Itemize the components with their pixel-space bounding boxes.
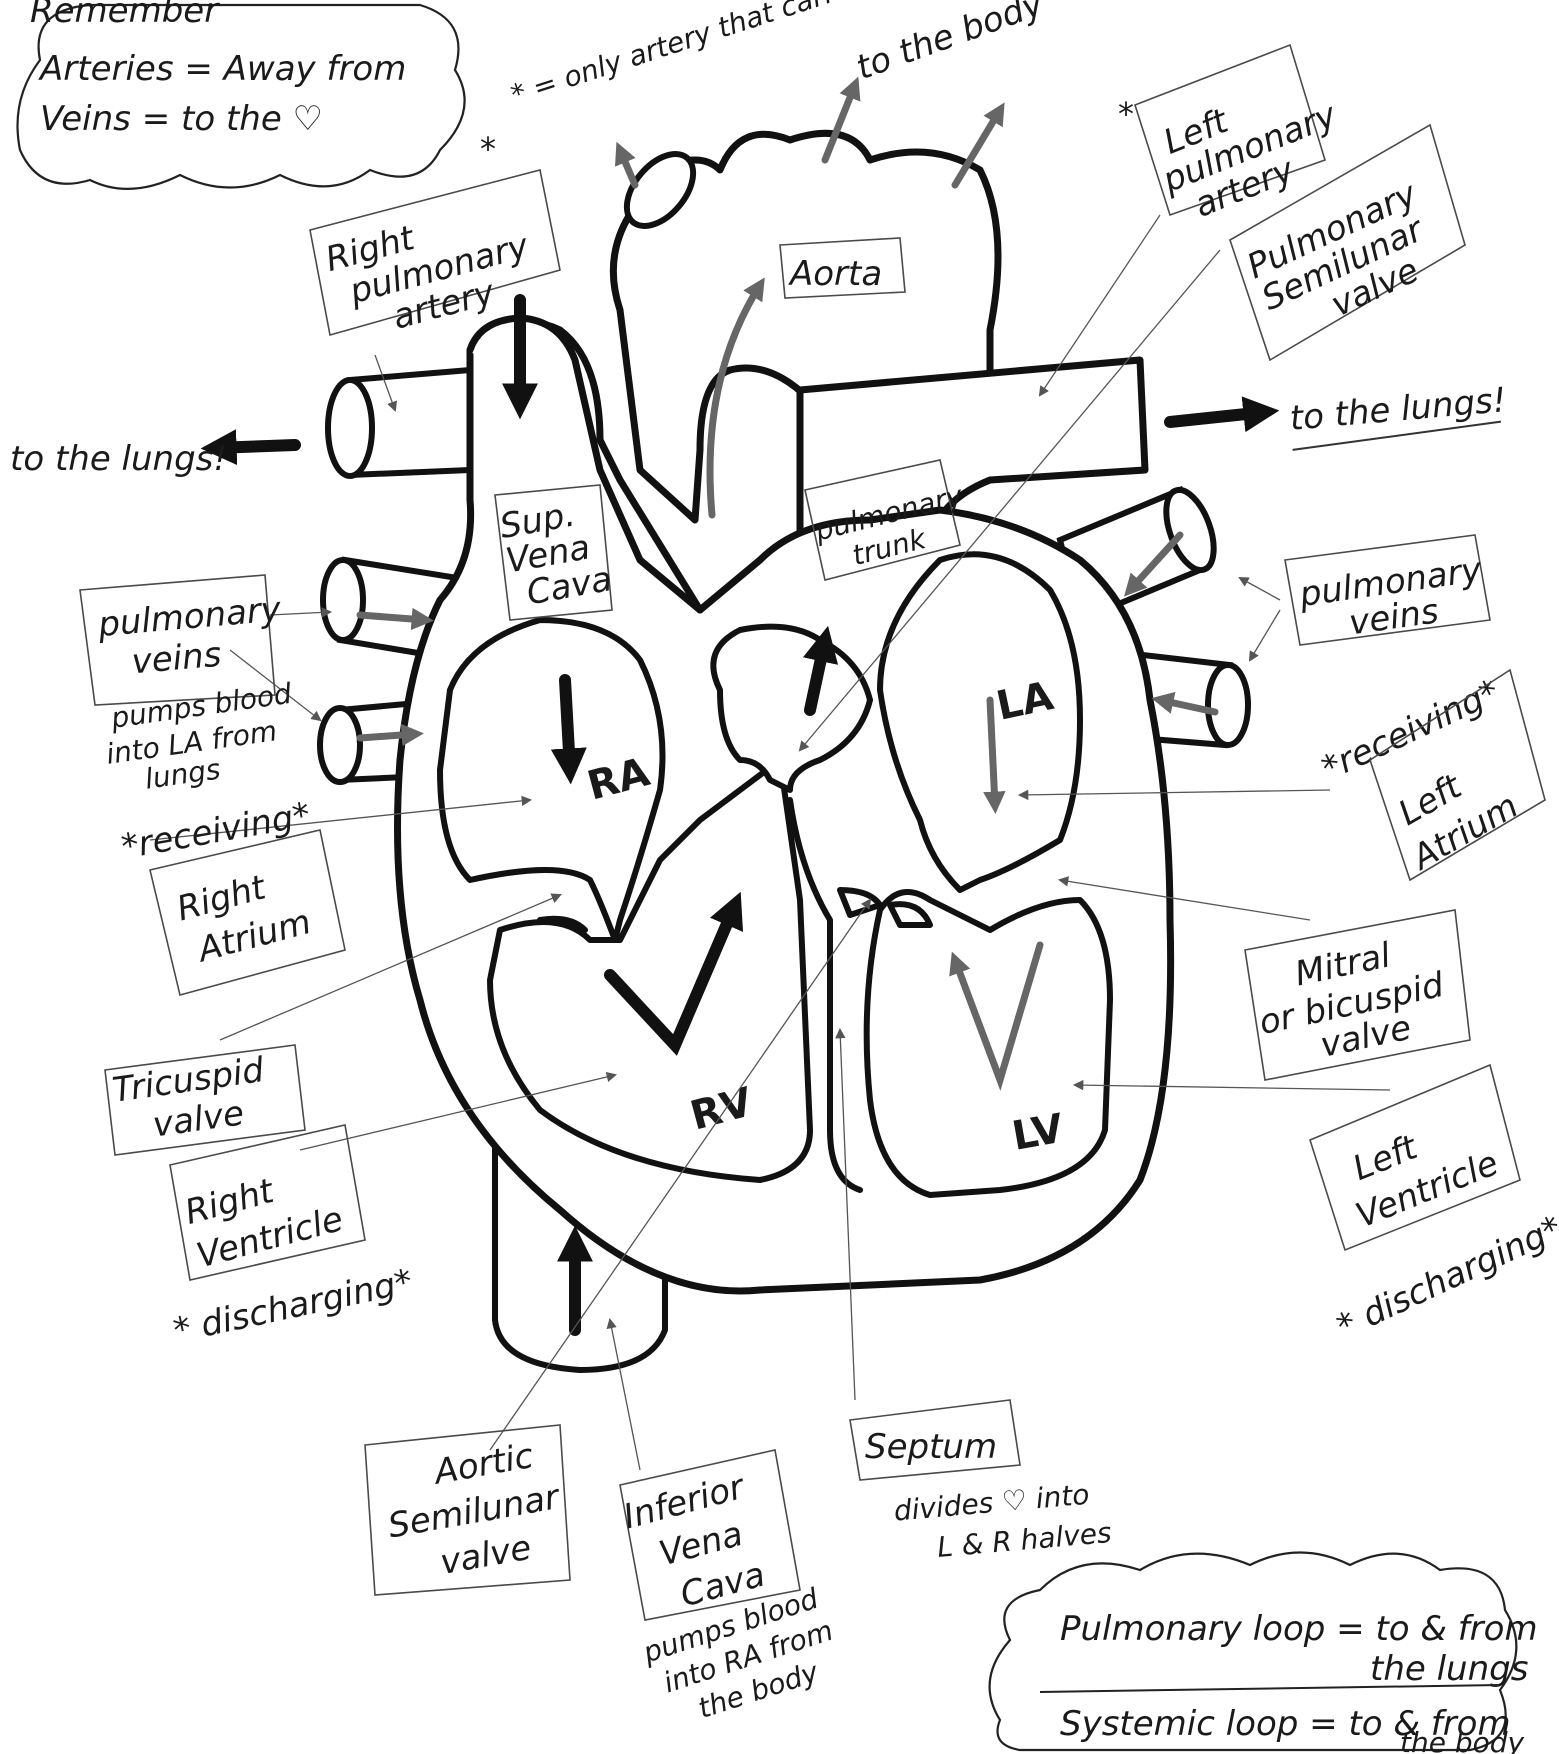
to-body-arrow-3	[620, 150, 635, 185]
label-mitral-valve: Mitral or bicuspid valve	[1245, 910, 1470, 1080]
pv-left-lower-arrow	[360, 734, 415, 738]
label-left-pulmonary-artery: Left pulmonary artery	[1135, 45, 1356, 234]
loop-cloud: Pulmonary loop = to & from the lungs Sys…	[990, 1553, 1538, 1754]
remember-line1: Arteries = Away from	[38, 49, 406, 89]
label-right-atrium: *receiving* Right Atrium	[118, 795, 345, 995]
to-the-body-text: to the body	[851, 0, 1049, 88]
chamber-lv: LV	[1009, 1106, 1067, 1160]
asterisk-lpa: *	[1118, 95, 1134, 133]
remember-cloud: Remember Arteries = Away from Veins = to…	[18, 0, 465, 189]
label-to-the-lungs-right: to the lungs!	[1288, 380, 1509, 450]
to-lungs-left-text: to the lungs!	[10, 439, 227, 479]
receiving-right-text: *receiving*	[1316, 672, 1506, 789]
label-pulmonary-veins-left: pulmonary veins pumps blood into LA from…	[80, 575, 303, 801]
septum-text: Septum	[865, 1427, 997, 1467]
right-pulmonary-artery-vessel	[328, 370, 470, 476]
to-lungs-right-text: to the lungs!	[1288, 380, 1508, 439]
asv-line3: valve	[437, 1528, 534, 1583]
aorta-label: Aorta	[788, 254, 882, 294]
pulmonary-loop-text2: the lungs	[1370, 1649, 1528, 1689]
label-to-the-body: to the body	[851, 0, 1049, 88]
asterisk-rpa: *	[480, 130, 496, 168]
label-inferior-vena-cava: Inferior Vena Cava pumps blood into RA f…	[619, 1450, 848, 1736]
label-tricuspid-valve: Tricuspid valve	[105, 1045, 305, 1155]
systemic-loop-text2: the body	[1400, 1726, 1525, 1754]
pulmonary-loop-text: Pulmonary loop = to & from	[1060, 1609, 1538, 1649]
label-pulmonary-veins-right: pulmonary veins	[1285, 535, 1490, 650]
pv-left-upper-arrow	[360, 615, 425, 620]
septum-note2: L & R halves	[936, 1516, 1113, 1564]
remember-line2: Veins = to the ♡	[40, 99, 323, 139]
label-to-the-lungs-left: to the lungs!	[10, 439, 227, 479]
pvl-line2: veins	[130, 635, 223, 683]
remember-title: Remember	[30, 0, 220, 31]
ra-flow-arrow	[565, 680, 570, 770]
label-right-ventricle: Right Ventricle * discharging*	[170, 1125, 416, 1351]
la-flow-arrow	[990, 700, 995, 805]
receiving-left-text: *receiving*	[118, 795, 313, 867]
label-left-atrium: *receiving* Left Atrium	[1316, 670, 1545, 880]
label-aortic-semilunar-valve: Aortic Semilunar valve	[365, 1425, 572, 1595]
to-lungs-right-arrow	[1170, 412, 1265, 422]
label-septum: Septum divides ♡ into L & R halves	[850, 1400, 1113, 1568]
label-left-ventricle: Left Ventricle * discharging*	[1310, 1065, 1559, 1347]
